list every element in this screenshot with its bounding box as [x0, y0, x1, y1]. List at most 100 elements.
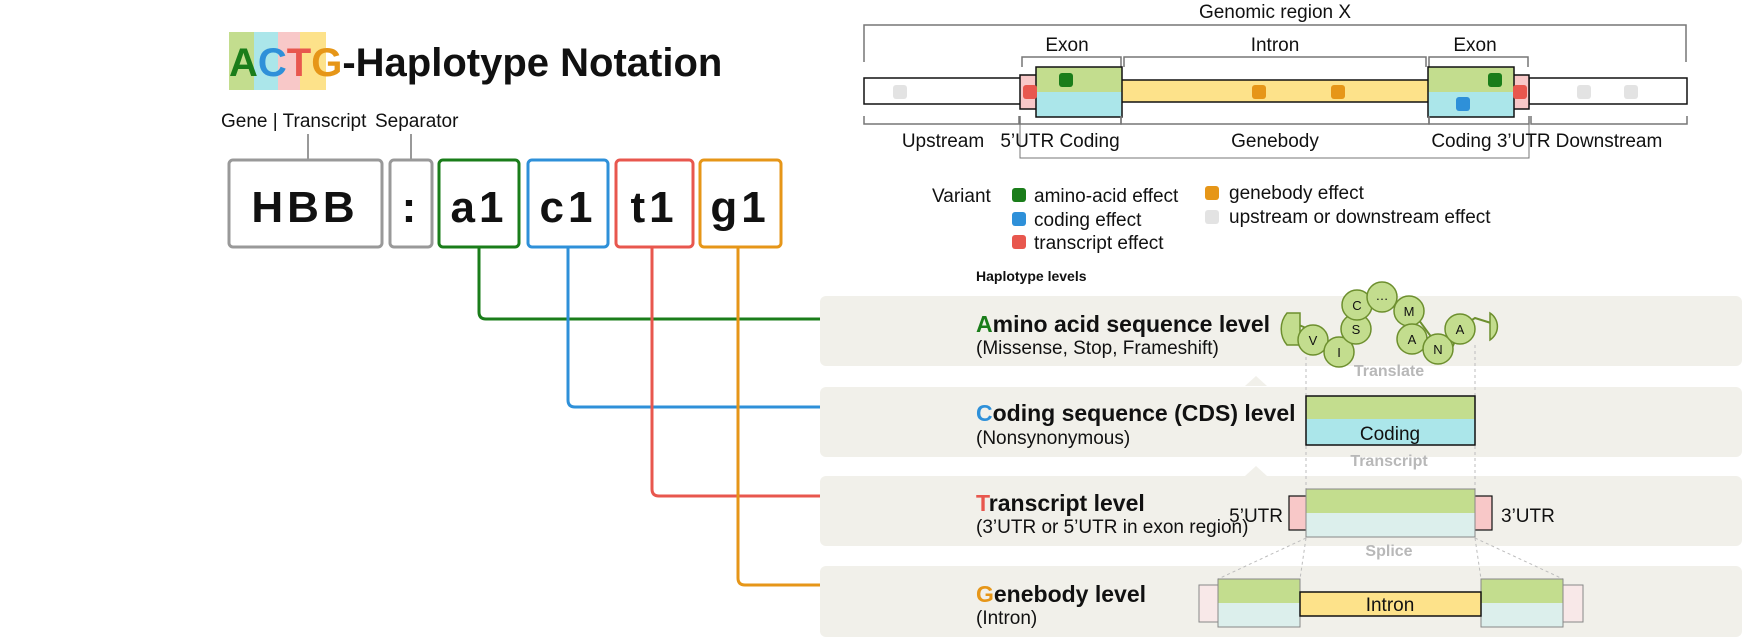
genebody-level-title: Genebody level [976, 581, 1146, 607]
coding-level-initial: C [976, 400, 993, 426]
amino-acid-v [1297, 324, 1329, 356]
coding-block-outline [1305, 395, 1476, 446]
legend-swatch-transcript [1012, 235, 1026, 249]
variant-legend: Variant amino-acid effect coding effect … [932, 183, 1491, 254]
gene-box [227, 158, 384, 249]
coding-band [820, 387, 1742, 457]
exon-1-bottom [1036, 92, 1122, 117]
title-rest: -Haplotype Notation [342, 41, 722, 85]
coding-block-bottom [1306, 419, 1475, 445]
level-labels: Amino acid sequence level (Missense, Sto… [976, 311, 1296, 629]
exon-1-top [1036, 67, 1122, 92]
genebody-level-sub: (Intron) [976, 608, 1037, 629]
exon-1-bracket [1021, 56, 1122, 67]
genomic-region: Genomic region X Exon Intron Exon [863, 2, 1688, 159]
genebody-utr3 [1562, 584, 1584, 623]
genebody-code: g1 [710, 183, 769, 232]
coding-level-sub: (Nonsynonymous) [976, 428, 1130, 449]
genebody-exon-1-top [1218, 579, 1300, 603]
title-letter-a: A [229, 41, 258, 85]
amino-acid-ellipsis [1366, 281, 1398, 313]
title-letter-t: T [287, 41, 311, 85]
legend-swatch-genebody [1205, 186, 1219, 200]
legend-title: Variant [932, 186, 992, 207]
transcript-level-title: Transcript level [976, 490, 1145, 516]
genomic-region-title: Genomic region X [1199, 2, 1351, 23]
genebody-utr5 [1198, 584, 1220, 623]
separator-label: Separator [375, 111, 459, 132]
upstream-bracket [863, 116, 1020, 125]
transcript-exon-bottom [1306, 513, 1475, 537]
amino-acid-n-label: N [1433, 342, 1442, 357]
transcript-code: t1 [630, 183, 677, 232]
legend-label-coding: coding effect [1034, 210, 1142, 231]
notation: Gene | Transcript Separator HBB : a1 c1 … [221, 111, 783, 249]
gene-text: HBB [251, 183, 358, 232]
title-letter-g: G [311, 41, 342, 85]
transcript-exon-outline [1305, 488, 1476, 538]
coding-block-label: Coding [1360, 424, 1420, 445]
genebody-level-initial: G [976, 581, 994, 607]
upstream-variant-marker [893, 85, 907, 99]
genebody-exon-1-bottom [1218, 603, 1300, 627]
guide-splice-left-inner [1299, 537, 1307, 580]
transcript-span-bracket [1019, 124, 1530, 159]
transcript-connector [650, 247, 820, 498]
genebody-intron-label: Intron [1366, 595, 1415, 616]
coding-level-rest: oding sequence (CDS) level [993, 400, 1296, 426]
guide-splice-right-inner [1474, 537, 1482, 580]
transcript-utr3 [1473, 495, 1493, 531]
exon-2-amino-acid-variant-marker [1488, 73, 1502, 87]
amino-acid-a-2-label: A [1456, 322, 1465, 337]
genebody-variant-marker-2 [1331, 85, 1345, 99]
downstream-variant-marker-2 [1624, 85, 1638, 99]
process-guides [1217, 345, 1564, 580]
downstream-label: Downstream [1556, 131, 1663, 152]
upstream-region [863, 77, 1022, 105]
amino-acid-code: a1 [451, 183, 508, 232]
legend-label-amino-acid: amino-acid effect [1034, 186, 1179, 207]
band-notch-1 [1245, 376, 1267, 386]
separator-box [388, 158, 434, 249]
band-notch-2 [1245, 466, 1267, 476]
amino-acid-m-label: M [1404, 304, 1415, 319]
level-connectors [477, 247, 820, 587]
amino-acid-chain-start [1280, 312, 1301, 346]
title-letter-c: C [258, 41, 287, 85]
transcript-block: 5’UTR 3’UTR [1229, 488, 1555, 538]
amino-acid-level-title: Amino acid sequence level [976, 311, 1270, 337]
amino-acid-level-rest: mino acid sequence level [993, 311, 1270, 337]
genebody-connector [736, 247, 820, 587]
legend-swatch-upstream-downstream [1205, 210, 1219, 224]
transcript-utr5 [1288, 495, 1308, 531]
coding-utr3-bracket [1428, 116, 1530, 125]
title-bg-c [254, 32, 278, 90]
amino-acid-chain-end [1489, 311, 1499, 342]
amino-acid-i [1323, 336, 1355, 368]
coding-code: c1 [540, 183, 597, 232]
amino-acid-a-1-label: A [1408, 332, 1417, 347]
amino-acid-chain: V I S C … M A N A [1280, 281, 1499, 368]
exon-2-bottom [1428, 92, 1514, 117]
separator-text: : [402, 183, 421, 232]
genomic-region-bracket [863, 24, 1687, 62]
transcript-level-rest: ranscript level [989, 490, 1145, 516]
genebody-exon-2-top [1481, 579, 1563, 603]
genebody-variant-marker-1 [1252, 85, 1266, 99]
coding-block: Coding [1305, 395, 1476, 446]
legend-swatch-coding [1012, 212, 1026, 226]
utr5-variant-marker [1023, 85, 1037, 99]
splice-label: Splice [1365, 543, 1412, 560]
amino-acid-a-2 [1444, 313, 1476, 345]
amino-acid-level-initial: A [976, 311, 993, 337]
exon-2-bracket [1428, 56, 1529, 67]
genebody-intron [1299, 591, 1482, 617]
transcript-band [820, 476, 1742, 546]
genebody-exon-2-bottom [1481, 603, 1563, 627]
haplotype-levels-header: Haplotype levels [976, 268, 1087, 284]
transcript-code-box [614, 158, 695, 249]
intron-label: Intron [1251, 35, 1300, 56]
exon-2-coding-variant-marker [1456, 97, 1470, 111]
coding-level-title: Coding sequence (CDS) level [976, 400, 1296, 426]
